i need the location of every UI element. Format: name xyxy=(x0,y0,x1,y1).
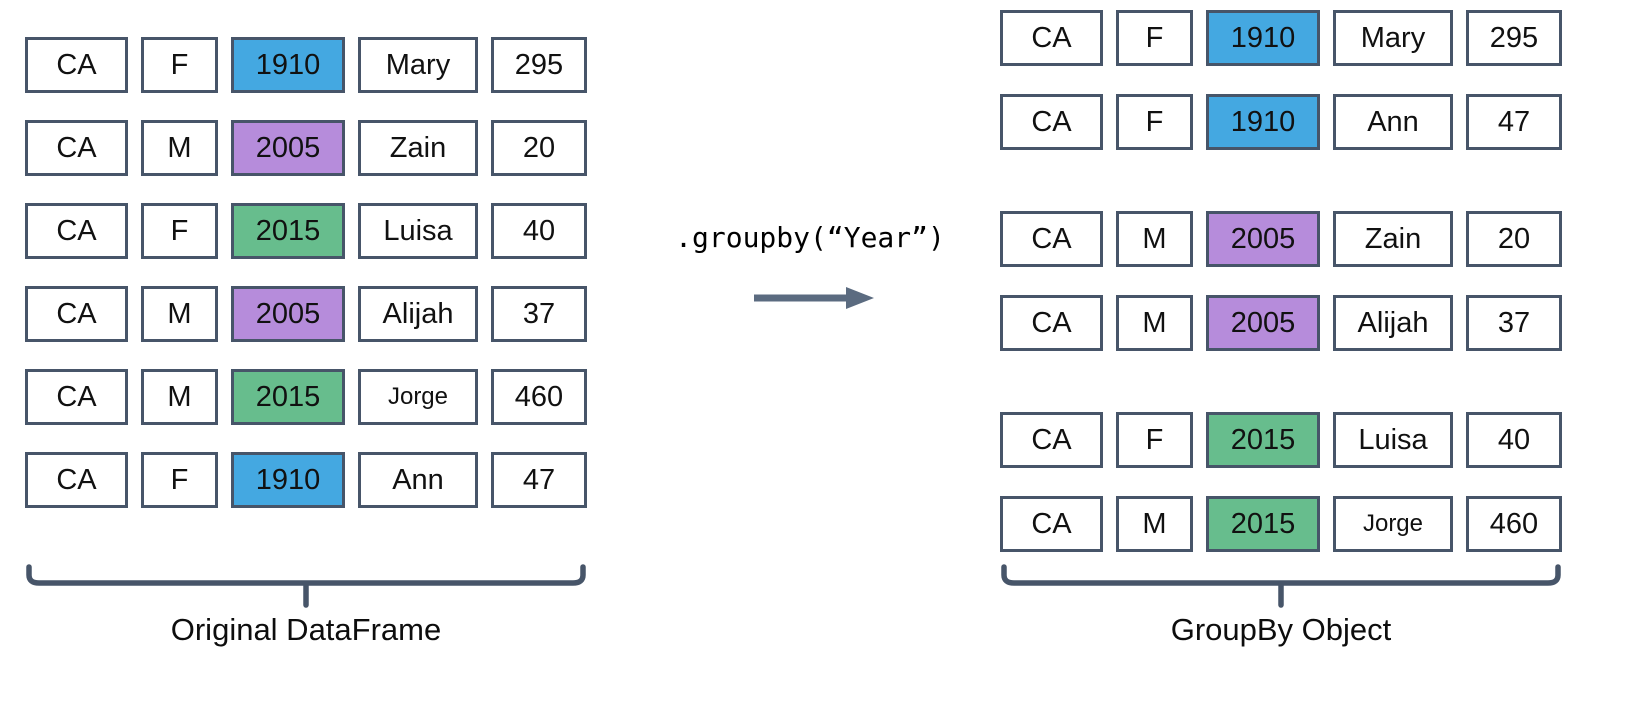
table-row: CA F 1910 Mary 295 xyxy=(1000,10,1562,66)
cell-year: 1910 xyxy=(1206,10,1320,66)
cell-state: CA xyxy=(25,286,128,342)
cell-year: 2015 xyxy=(231,203,345,259)
cell-state: CA xyxy=(1000,412,1103,468)
cell-sex: M xyxy=(1116,211,1193,267)
cell-sex: F xyxy=(141,37,218,93)
cell-state: CA xyxy=(1000,211,1103,267)
cell-year: 2005 xyxy=(231,120,345,176)
cell-name: Ann xyxy=(1333,94,1453,150)
cell-count: 37 xyxy=(1466,295,1562,351)
table-row: CA F 2015 Luisa 40 xyxy=(25,203,587,259)
cell-count: 40 xyxy=(491,203,587,259)
cell-sex: F xyxy=(141,203,218,259)
cell-name: Jorge xyxy=(358,369,478,425)
cell-year: 2005 xyxy=(1206,295,1320,351)
cell-state: CA xyxy=(1000,94,1103,150)
cell-count: 20 xyxy=(1466,211,1562,267)
cell-state: CA xyxy=(1000,496,1103,552)
cell-sex: M xyxy=(1116,295,1193,351)
cell-year: 2015 xyxy=(1206,496,1320,552)
table-row: CA F 1910 Mary 295 xyxy=(25,37,587,93)
cell-name: Zain xyxy=(358,120,478,176)
cell-sex: M xyxy=(141,120,218,176)
table-row: CA M 2005 Zain 20 xyxy=(1000,211,1562,267)
cell-name: Luisa xyxy=(1333,412,1453,468)
cell-year: 1910 xyxy=(231,37,345,93)
cell-year: 2005 xyxy=(1206,211,1320,267)
cell-sex: M xyxy=(1116,496,1193,552)
arrow-right-icon xyxy=(754,287,874,309)
cell-state: CA xyxy=(25,37,128,93)
cell-year: 2015 xyxy=(1206,412,1320,468)
cell-count: 47 xyxy=(1466,94,1562,150)
table-row: CA M 2005 Zain 20 xyxy=(25,120,587,176)
cell-name: Ann xyxy=(358,452,478,508)
cell-state: CA xyxy=(25,452,128,508)
cell-sex: M xyxy=(141,369,218,425)
table-row: CA M 2005 Alijah 37 xyxy=(1000,295,1562,351)
cell-count: 20 xyxy=(491,120,587,176)
groupby-object-caption: GroupBy Object xyxy=(1170,612,1392,647)
cell-count: 37 xyxy=(491,286,587,342)
cell-sex: M xyxy=(141,286,218,342)
cell-sex: F xyxy=(141,452,218,508)
original-dataframe-table: CA F 1910 Mary 295 CA M 2005 Zain 20 CA … xyxy=(25,37,587,535)
original-dataframe-caption: Original DataFrame xyxy=(170,612,442,647)
cell-sex: F xyxy=(1116,10,1193,66)
cell-name: Alijah xyxy=(358,286,478,342)
cell-count: 295 xyxy=(491,37,587,93)
cell-sex: F xyxy=(1116,412,1193,468)
cell-year: 2015 xyxy=(231,369,345,425)
cell-name: Alijah xyxy=(1333,295,1453,351)
cell-count: 40 xyxy=(1466,412,1562,468)
group-2015: CA F 2015 Luisa 40 CA M 2015 Jorge 460 xyxy=(1000,412,1562,580)
table-row: CA F 2015 Luisa 40 xyxy=(1000,412,1562,468)
table-row: CA M 2015 Jorge 460 xyxy=(25,369,587,425)
group-1910: CA F 1910 Mary 295 CA F 1910 Ann 47 xyxy=(1000,10,1562,178)
table-row: CA F 1910 Ann 47 xyxy=(25,452,587,508)
cell-state: CA xyxy=(25,203,128,259)
groupby-code-label: .groupby(“Year”) xyxy=(675,221,945,254)
cell-name: Mary xyxy=(358,37,478,93)
cell-name: Mary xyxy=(1333,10,1453,66)
cell-count: 295 xyxy=(1466,10,1562,66)
table-row: CA M 2005 Alijah 37 xyxy=(25,286,587,342)
cell-sex: F xyxy=(1116,94,1193,150)
cell-year: 1910 xyxy=(1206,94,1320,150)
cell-name: Luisa xyxy=(358,203,478,259)
group-2005: CA M 2005 Zain 20 CA M 2005 Alijah 37 xyxy=(1000,211,1562,379)
cell-name: Zain xyxy=(1333,211,1453,267)
table-row: CA M 2015 Jorge 460 xyxy=(1000,496,1562,552)
underbrace-left-icon xyxy=(26,564,586,608)
cell-name: Jorge xyxy=(1333,496,1453,552)
cell-count: 47 xyxy=(491,452,587,508)
cell-state: CA xyxy=(25,369,128,425)
cell-year: 1910 xyxy=(231,452,345,508)
underbrace-right-icon xyxy=(1001,564,1561,608)
cell-state: CA xyxy=(25,120,128,176)
table-row: CA F 1910 Ann 47 xyxy=(1000,94,1562,150)
cell-state: CA xyxy=(1000,10,1103,66)
cell-count: 460 xyxy=(1466,496,1562,552)
cell-count: 460 xyxy=(491,369,587,425)
cell-year: 2005 xyxy=(231,286,345,342)
cell-state: CA xyxy=(1000,295,1103,351)
groupby-object-table: CA F 1910 Mary 295 CA F 1910 Ann 47 CA M… xyxy=(1000,10,1562,613)
